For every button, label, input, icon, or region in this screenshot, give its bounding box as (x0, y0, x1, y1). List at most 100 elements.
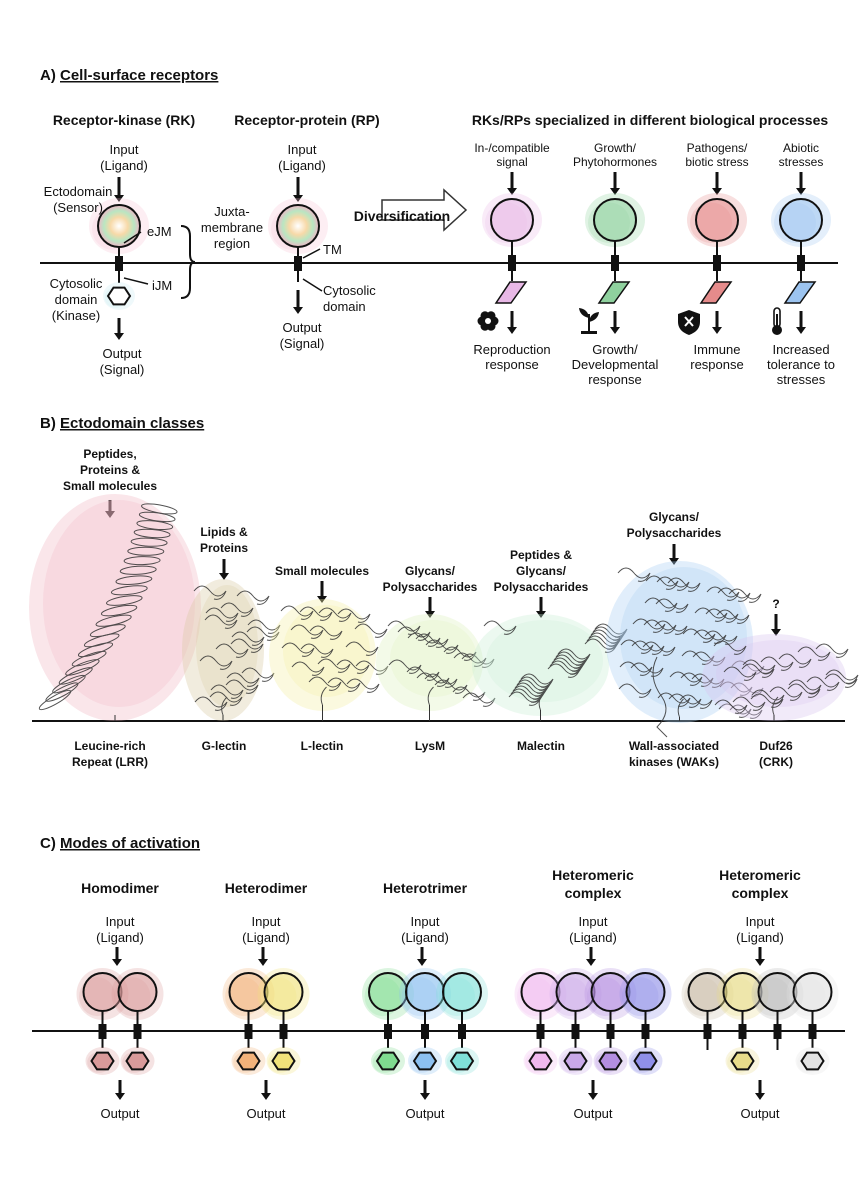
ligand-label: Peptides & (510, 548, 572, 562)
ligand-arrow-icon (317, 581, 327, 603)
rp-input-label: (Ligand) (278, 158, 326, 173)
subunit-transmembrane-block (384, 1024, 392, 1039)
subunit-transmembrane-block (421, 1024, 429, 1039)
structure-halo (376, 614, 483, 711)
juxtamembrane-brace (180, 225, 196, 299)
protein-structure-cartoon (483, 620, 628, 711)
process-response-label: response (588, 372, 641, 387)
subunit-kinase-hexagon (375, 1051, 401, 1071)
ejm-pointer (123, 231, 142, 244)
mode-input-label: (Ligand) (401, 930, 449, 945)
process-response-label: response (485, 357, 538, 372)
protein-structure-cartoon (387, 620, 496, 707)
ligand-label: Small molecules (63, 479, 157, 493)
receptor-subunit (681, 968, 734, 1050)
mode-output-arrow-icon (261, 1080, 271, 1100)
juxtamembrane-label: membrane (201, 220, 263, 235)
ligand-label: Polysaccharides (383, 580, 478, 594)
process-transmembrane-block (797, 255, 805, 271)
structure-halo (606, 561, 753, 723)
thermometer-icon (772, 307, 782, 335)
protein-structure-cartoon (193, 585, 281, 716)
receptor-subunit (362, 968, 414, 1075)
subunit-kinase-hexagon (528, 1051, 553, 1071)
process-input-label: Abiotic (783, 141, 819, 155)
subunit-transmembrane-block (98, 1024, 107, 1039)
mode-title: Heteromeric (552, 867, 634, 883)
rp-output-arrow-icon (293, 290, 303, 314)
process-kinase-shape (783, 281, 817, 304)
subunit-ectodomain-circle (792, 972, 833, 1012)
section-heading-text: C) Modes of activation (40, 835, 200, 852)
rk-ectodomain-circle (97, 204, 141, 248)
process-response-label: stresses (777, 372, 826, 387)
rp-title: Receptor-protein (RP) (234, 112, 379, 128)
diversification-label: Diversification (354, 208, 450, 224)
mode-title: Heterotrimer (383, 880, 468, 896)
class-name-label: Duf26 (759, 739, 793, 753)
ligand-label: Polysaccharides (627, 526, 722, 540)
subunit-ectodomain-circle (117, 972, 158, 1012)
mode-input-arrow-icon (417, 947, 427, 966)
mode-title: complex (732, 885, 789, 901)
process-output-arrow-icon (507, 311, 517, 334)
process-input-label: biotic stress (685, 155, 748, 169)
structure-halo (472, 614, 609, 716)
receptor-subunit (549, 968, 602, 1075)
section-heading-text: A) Cell-surface receptors (40, 67, 218, 84)
mode-output-label: Output (405, 1106, 444, 1121)
mode-input-label: Input (579, 914, 608, 929)
rk-input-label: (Ligand) (100, 158, 148, 173)
ligand-arrow-icon (669, 544, 679, 565)
ectodomain-class-7: ?Duf26(CRK) (702, 597, 859, 769)
ligand-label: Lipids & (200, 525, 248, 539)
subunit-transmembrane-block (279, 1024, 288, 1039)
subunit-transmembrane-block (606, 1024, 615, 1039)
mode-input-label: (Ligand) (736, 930, 784, 945)
panel-c: C) Modes of activationHomodimerInput(Lig… (32, 835, 845, 1121)
panel-a: A) Cell-surface receptorsReceptor-kinase… (40, 67, 838, 387)
diversification-arrow-icon (381, 188, 468, 232)
subunit-transmembrane-block (458, 1024, 466, 1039)
ligand-label: Glycans/ (405, 564, 456, 578)
mode-title: Heteromeric (719, 867, 801, 883)
subunit-transmembrane-block (641, 1024, 650, 1039)
ligand-arrow-icon (425, 597, 435, 618)
class-name-label: G-lectin (202, 739, 247, 753)
protein-structure-cartoon (280, 605, 389, 706)
mode-input-label: (Ligand) (96, 930, 144, 945)
mode-output-label: Output (100, 1106, 139, 1121)
process-input-label: Phytohormones (573, 155, 657, 169)
cytosolic-domain-label: domain (323, 299, 366, 314)
subunit-kinase-hexagon (236, 1051, 261, 1071)
mode-input-arrow-icon (755, 947, 765, 966)
section-c-heading: C) Modes of activation (40, 835, 200, 852)
process-transmembrane-block (611, 255, 619, 271)
receptor-subunit (257, 968, 310, 1075)
mode-title: Heterodimer (225, 880, 308, 896)
class-name-label: Wall-associated (629, 739, 719, 753)
receptor-subunit (514, 968, 567, 1075)
subunit-transmembrane-block (244, 1024, 253, 1039)
ligand-label: Polysaccharides (494, 580, 589, 594)
ligand-label: Proteins & (80, 463, 140, 477)
subunit-kinase-hexagon (412, 1051, 438, 1071)
mode-title: complex (565, 885, 622, 901)
rk-kinase-hexagon (106, 286, 132, 306)
subunit-kinase-hexagon (633, 1051, 658, 1071)
cytosolic-kinase-label: (Kinase) (52, 308, 100, 323)
subunit-kinase-hexagon (563, 1051, 588, 1071)
process-response-label: tolerance to (767, 357, 835, 372)
process-transmembrane-block (713, 255, 721, 271)
receptor-subunit (786, 968, 839, 1075)
subunit-kinase-hexagon (90, 1051, 115, 1071)
rk-output-label: Output (102, 346, 141, 361)
process-input-label: In-/compatible (474, 141, 550, 155)
juxtamembrane-label: region (214, 236, 250, 251)
rp-ectodomain-circle (276, 204, 320, 248)
section-b-heading: B) Ectodomain classes (40, 415, 204, 432)
